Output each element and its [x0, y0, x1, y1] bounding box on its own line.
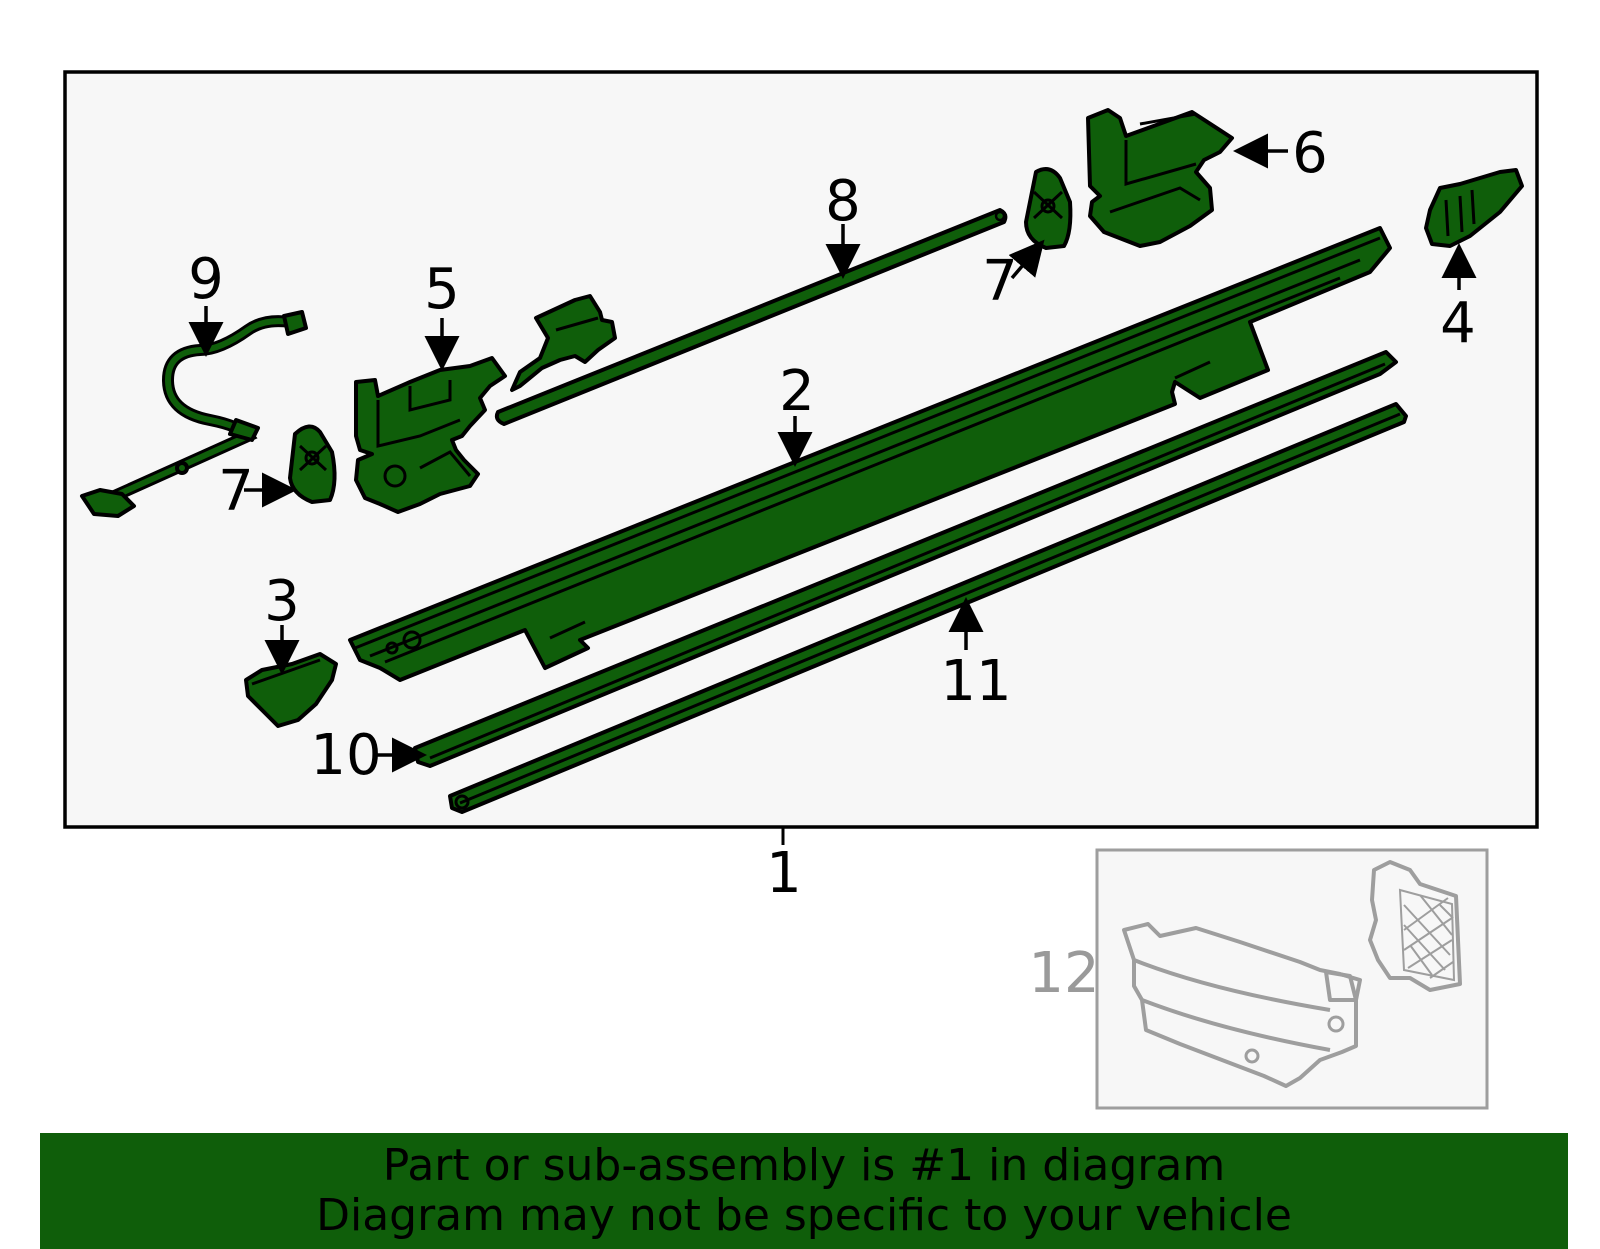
bracket-upper-left[interactable] [510, 294, 617, 392]
info-banner: Part or sub-assembly is #1 in diagram Di… [40, 1133, 1568, 1249]
running-board-part-2[interactable] [348, 226, 1392, 682]
actuator-part-5[interactable] [354, 356, 507, 514]
callout-5: 5 [424, 257, 460, 322]
wiring-harness-part-9[interactable] [80, 310, 308, 518]
callout-3: 3 [264, 569, 300, 634]
callout-2: 2 [779, 359, 815, 424]
callout-4: 4 [1440, 291, 1476, 356]
molding-part-11[interactable] [448, 402, 1408, 814]
callout-8: 8 [825, 169, 861, 234]
callout-11: 11 [940, 649, 1011, 714]
callout-6: 6 [1292, 121, 1328, 186]
clip-part-7-right[interactable] [1024, 167, 1073, 250]
callout-7-left: 7 [218, 459, 254, 524]
rod-part-8[interactable] [494, 208, 1008, 426]
reference-box-part-12 [1095, 848, 1489, 1110]
callout-9: 9 [188, 247, 224, 312]
callout-7-right: 7 [982, 249, 1018, 314]
end-cap-part-4[interactable] [1424, 168, 1524, 248]
banner-line-2: Diagram may not be specific to your vehi… [316, 1190, 1292, 1241]
banner-line-1: Part or sub-assembly is #1 in diagram [382, 1140, 1226, 1191]
callout-1: 1 [766, 841, 802, 906]
callout-12: 12 [1028, 941, 1099, 1006]
bracket-part-6[interactable] [1086, 108, 1234, 248]
callout-10: 10 [310, 723, 381, 788]
